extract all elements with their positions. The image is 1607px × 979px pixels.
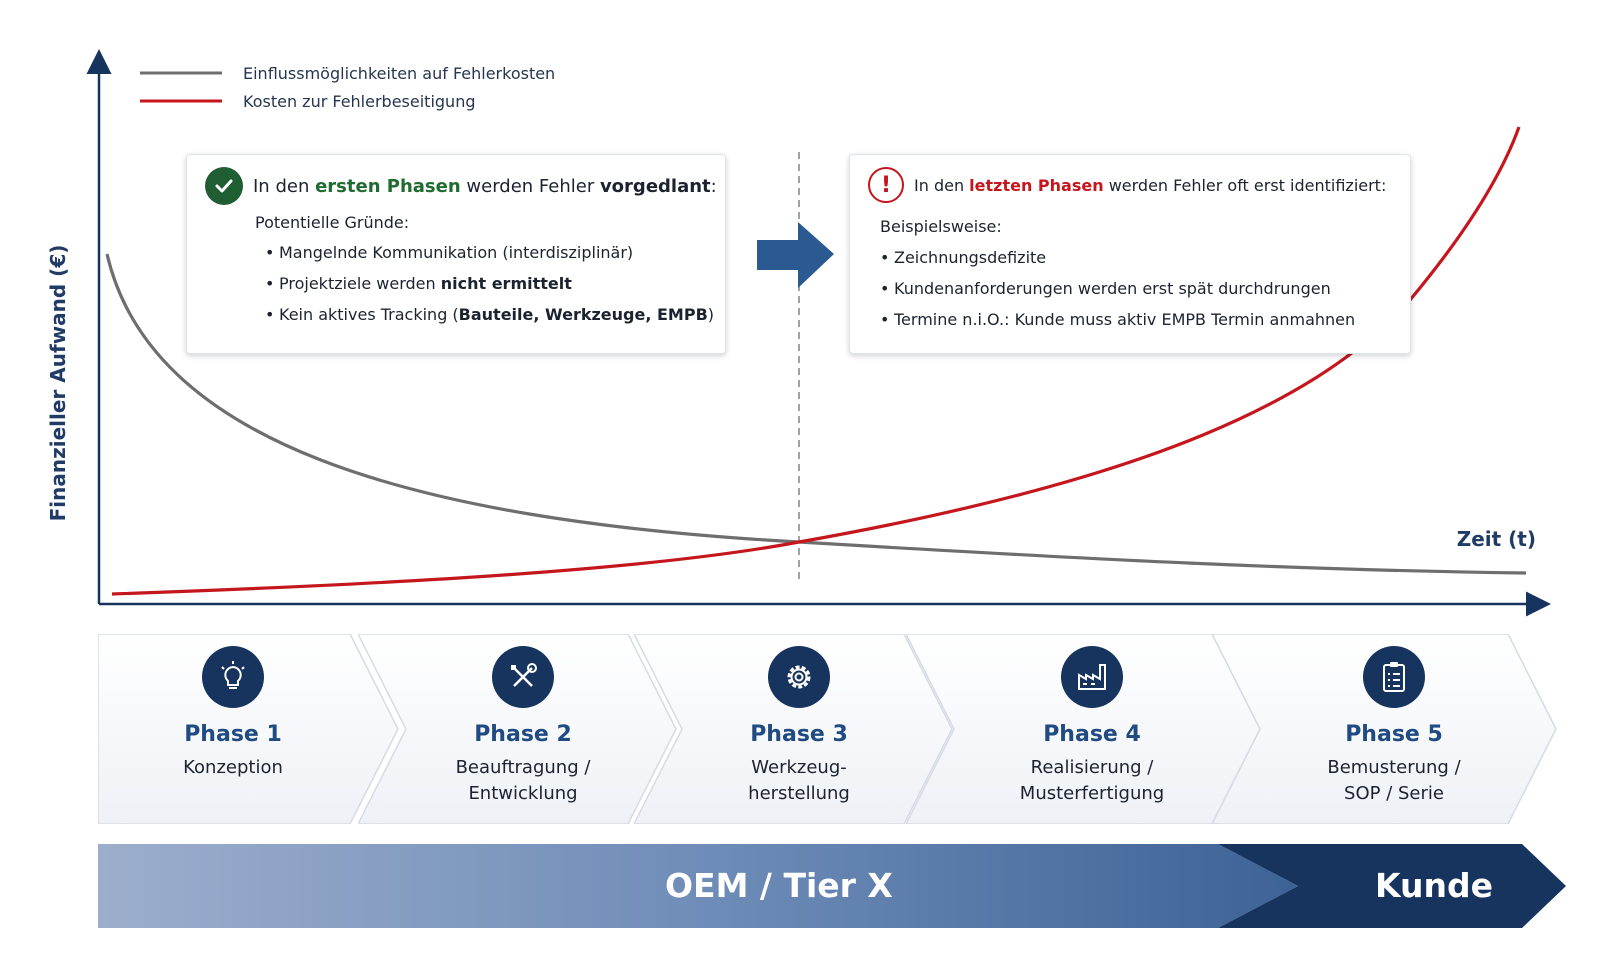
- early-phases-callout: In den ersten Phasen werden Fehler vorge…: [186, 154, 726, 354]
- late-phases-callout: ! In den letzten Phasen werden Fehler of…: [849, 154, 1411, 354]
- phase-3-title: Phase 3: [750, 722, 848, 747]
- transition-arrow-icon: [757, 222, 834, 288]
- list-item: Kundenanforderungen werden erst spät dur…: [880, 278, 1355, 309]
- factory-icon: [1061, 646, 1123, 708]
- phase-1-chevron: [98, 634, 399, 824]
- y-axis-title: Finanzieller Aufwand (€): [46, 245, 70, 522]
- influence-curve: [105, 253, 1527, 575]
- oem-band: [98, 844, 1298, 928]
- oem-label: OEM / Tier X: [665, 866, 893, 905]
- phase-1: Phase 1 Konzeption: [98, 634, 414, 824]
- phase-2-description: Beauftragung /Entwicklung: [455, 757, 591, 804]
- late-phases-list: Zeichnungsdefizite Kundenanforderungen w…: [880, 247, 1355, 340]
- early-phases-heading: In den ersten Phasen werden Fehler vorge…: [253, 175, 717, 197]
- phase-1-title: Phase 1: [184, 722, 282, 747]
- phase-2-title: Phase 2: [474, 722, 572, 747]
- gear-icon: [768, 646, 830, 708]
- phase-3-chevron: [634, 634, 953, 824]
- phase-4-title: Phase 4: [1043, 722, 1141, 747]
- phase-4-description: Realisierung /Musterfertigung: [1019, 757, 1165, 804]
- phase-timeline: Phase 1 Konzeption Phase 2 Beauftragung …: [98, 634, 1568, 824]
- x-axis-title: Zeit (t): [1457, 527, 1536, 551]
- cost-curve: [111, 126, 1521, 596]
- list-item: Projektziele werden nicht ermittelt: [265, 273, 714, 304]
- responsibility-band: [98, 844, 1566, 928]
- phase-5-description: Bemusterung /SOP / Serie: [1327, 757, 1461, 804]
- alert-circle-icon: !: [868, 167, 904, 203]
- phase-2-chevron: [358, 634, 677, 824]
- phase-3-description: Werkzeug-herstellung: [748, 757, 850, 804]
- tools-icon: [492, 646, 554, 708]
- phase-5: Phase 5 Bemusterung /SOP / Serie: [1212, 634, 1568, 824]
- phase-4-chevron: [906, 634, 1261, 824]
- check-circle-icon: [205, 167, 243, 205]
- legend-influence-label: Einflussmöglichkeiten auf Fehlerkosten: [243, 64, 555, 83]
- lightbulb-icon: [202, 646, 264, 708]
- customer-band: [1218, 844, 1566, 928]
- list-item: Zeichnungsdefizite: [880, 247, 1355, 278]
- phase-5-title: Phase 5: [1345, 722, 1443, 747]
- list-item: Mangelnde Kommunikation (interdisziplinä…: [265, 242, 714, 273]
- list-item: Kein aktives Tracking (Bauteile, Werkzeu…: [265, 304, 714, 335]
- late-phases-heading: In den letzten Phasen werden Fehler oft …: [914, 175, 1387, 195]
- phase-4: Phase 4 Realisierung /Musterfertigung: [906, 634, 1272, 824]
- late-phases-subtitle: Beispielsweise:: [880, 217, 1002, 236]
- clipboard-icon: [1363, 646, 1425, 708]
- early-phases-list: Mangelnde Kommunikation (interdisziplinä…: [265, 242, 714, 335]
- early-phases-subtitle: Potentielle Gründe:: [255, 213, 410, 232]
- phase-5-chevron: [1212, 634, 1557, 824]
- list-item: Termine n.i.O.: Kunde muss aktiv EMPB Te…: [880, 309, 1355, 340]
- phase-1-description: Konzeption: [183, 757, 283, 778]
- phase-3: Phase 3 Werkzeug-herstellung: [634, 634, 964, 824]
- phase-2: Phase 2 Beauftragung /Entwicklung: [358, 634, 688, 824]
- customer-label: Kunde: [1375, 866, 1493, 905]
- legend-cost-label: Kosten zur Fehlerbeseitigung: [243, 92, 475, 111]
